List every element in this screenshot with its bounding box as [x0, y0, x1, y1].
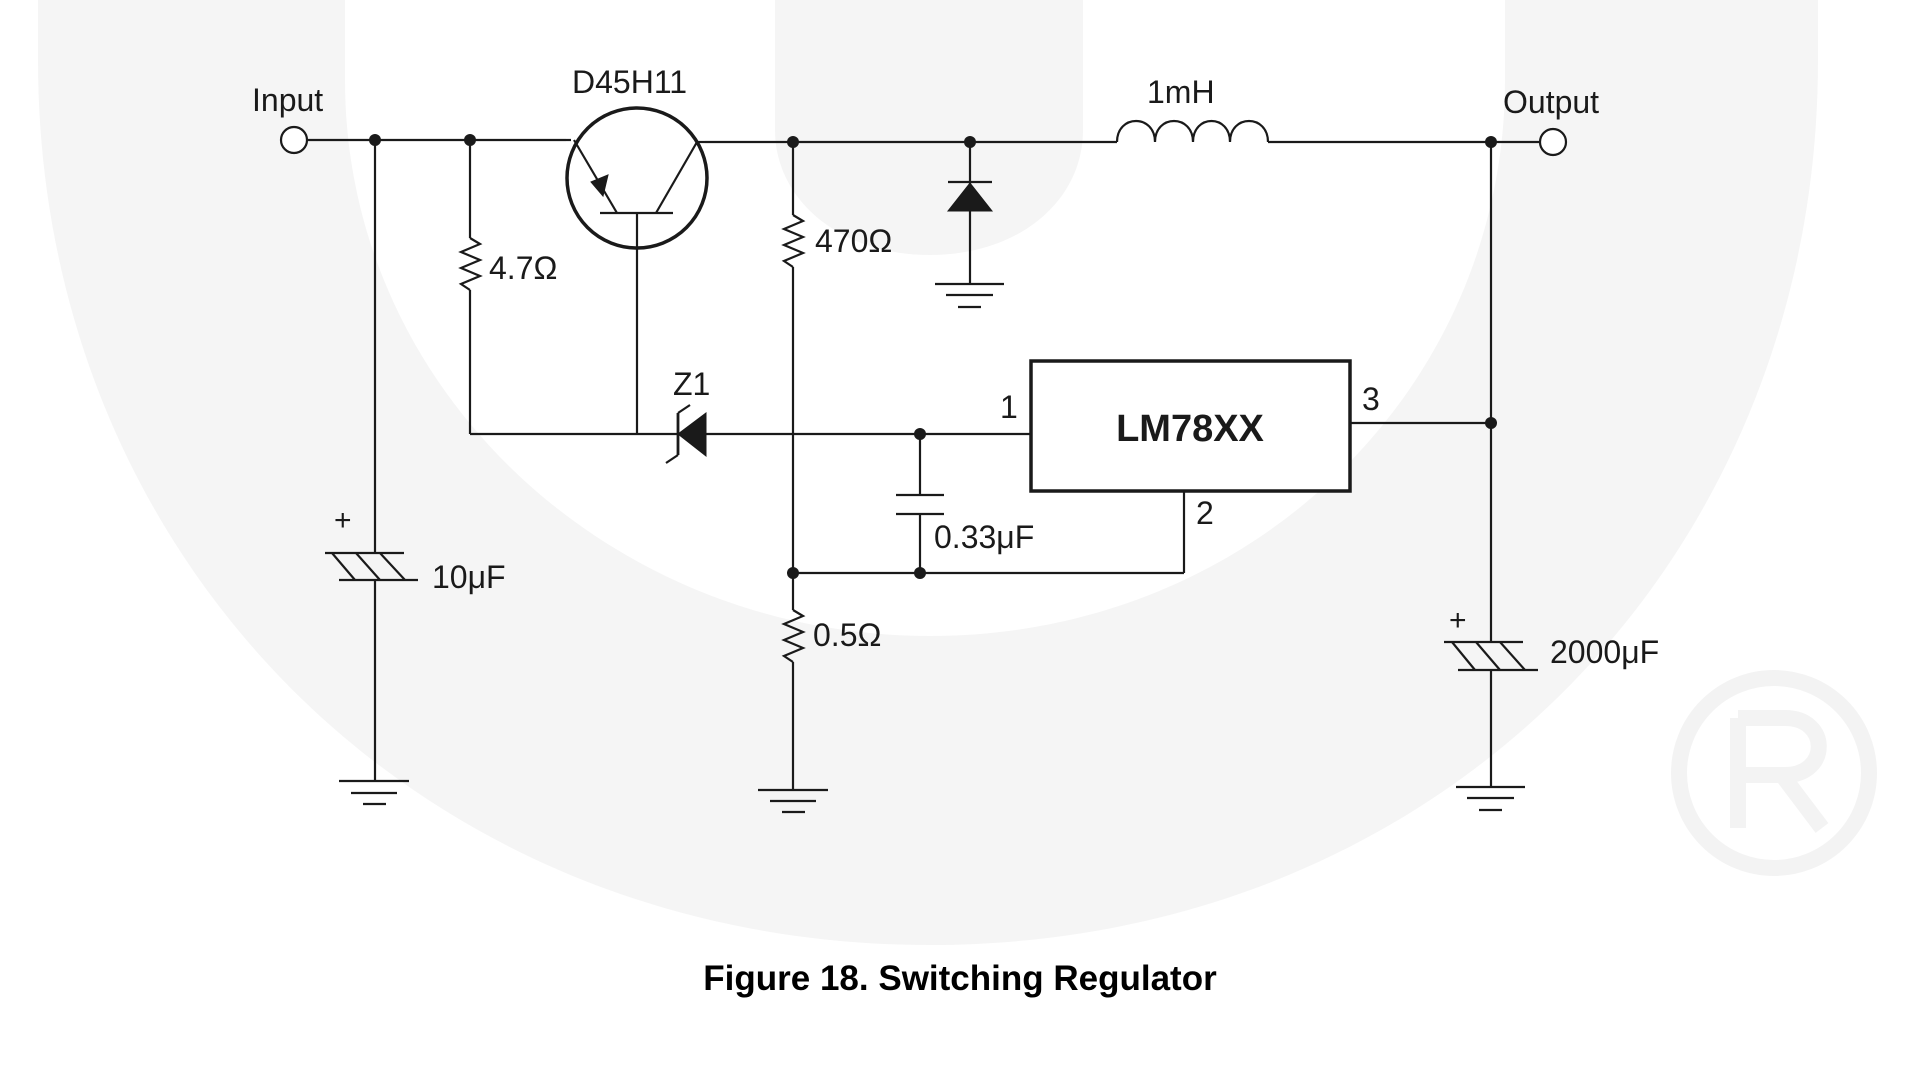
figure-caption: Figure 18. Switching Regulator: [703, 959, 1217, 998]
watermark-logo: [38, 0, 1877, 945]
regulator-pin2-label: 2: [1196, 495, 1214, 531]
watermark-u-shape: [38, 0, 1818, 945]
inductor-label: 1mH: [1147, 74, 1215, 110]
sense-resistor: 0.5Ω: [781, 609, 881, 790]
watermark-center-stroke: [775, 0, 1083, 255]
ground-icon: [1456, 785, 1525, 812]
base-resistor: 4.7Ω: [458, 140, 557, 434]
resistor-470-label: 470Ω: [815, 223, 892, 259]
flyback-diode: [946, 142, 994, 284]
inductor: 1mH: [1115, 74, 1270, 143]
ground-icon: [935, 282, 1004, 309]
resistor-470: 470Ω: [781, 142, 892, 610]
junction-nodes: [369, 134, 1497, 579]
input-capacitor-polarity: +: [334, 504, 352, 537]
output-capacitor-label: 2000μF: [1550, 634, 1659, 670]
sense-resistor-label: 0.5Ω: [813, 617, 881, 653]
bypass-capacitor: 0.33μF: [896, 434, 1034, 573]
transistor-label: D45H11: [572, 64, 687, 100]
input-capacitor: + 10μF: [325, 140, 506, 781]
output-label: Output: [1503, 84, 1599, 120]
regulator-ic: LM78XX 1 2 3: [1000, 359, 1380, 531]
bypass-capacitor-label: 0.33μF: [934, 519, 1034, 555]
base-resistor-label: 4.7Ω: [489, 250, 557, 286]
regulator-pin1-label: 1: [1000, 389, 1018, 425]
output-capacitor: + 2000μF: [1444, 142, 1659, 787]
output-capacitor-polarity: +: [1449, 604, 1467, 637]
zener-label: Z1: [673, 366, 710, 402]
regulator-pin3-label: 3: [1362, 381, 1380, 417]
registered-mark-icon: [1671, 670, 1877, 876]
ground-icon: [339, 779, 409, 806]
zener-diode: Z1: [665, 366, 710, 464]
input-capacitor-label: 10μF: [432, 559, 506, 595]
output-terminal: [1538, 127, 1568, 157]
pnp-transistor: D45H11: [565, 64, 709, 434]
ground-icon: [758, 788, 828, 814]
input-label: Input: [252, 82, 323, 118]
input-terminal: [279, 125, 309, 155]
regulator-label: LM78XX: [1116, 408, 1264, 450]
